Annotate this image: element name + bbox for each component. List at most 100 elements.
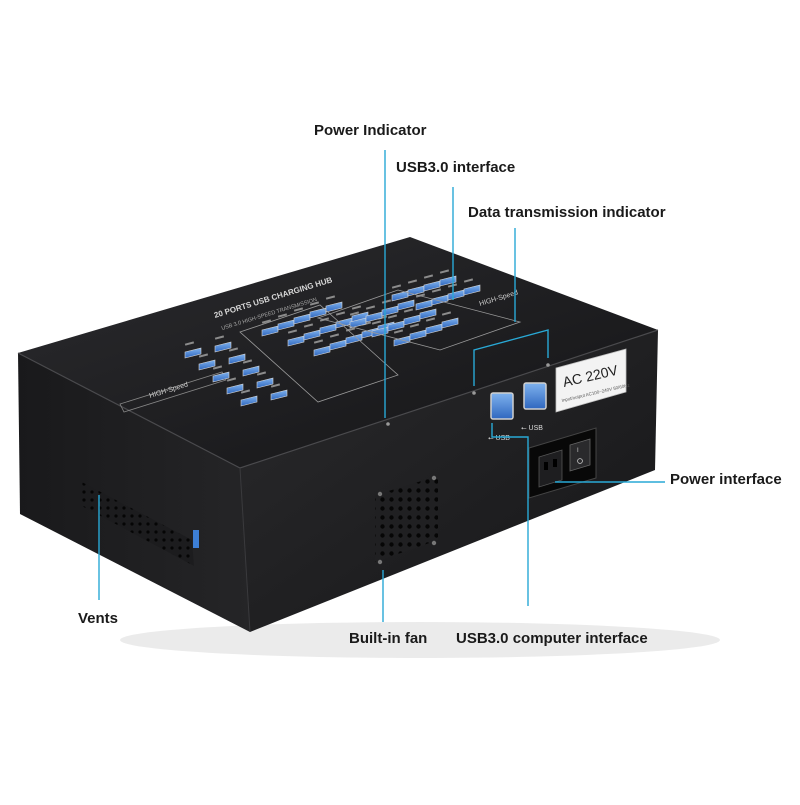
usb-a-port-right2-4 <box>431 294 449 306</box>
power-socket-pin-2 <box>553 459 557 467</box>
usb-a-port-label-right2-1 <box>391 284 402 289</box>
usb-a-port-label-right-6 <box>409 323 420 328</box>
callout-built-in-fan: Built-in fan <box>349 630 428 647</box>
usb-a-port-left-10 <box>270 389 288 401</box>
usb-a-port-label-middle-14 <box>351 305 362 310</box>
usb-a-port-right2-8 <box>463 284 481 296</box>
callout-usb3-computer-interface: USB3.0 computer interface <box>456 630 648 647</box>
usb-a-port-right2-1 <box>391 290 409 302</box>
device-shadow <box>120 622 720 658</box>
usb-a-port-label-middle-10 <box>309 301 320 306</box>
power-switch-mark-on: I <box>577 448 579 454</box>
usb-a-port-middle-2 <box>287 335 305 347</box>
fan-screw-2 <box>431 475 437 481</box>
usb-b-port-1 <box>490 392 514 420</box>
fan-screw-1 <box>377 491 383 497</box>
device-side-face <box>240 330 658 632</box>
usb-a-port-right-10 <box>397 299 415 311</box>
callout-vents: Vents <box>78 610 119 627</box>
usb-a-port-right-12 <box>441 317 459 329</box>
usb-a-port-right-8 <box>403 314 421 326</box>
callout-power-interface: Power interface <box>670 471 782 488</box>
usb-a-port-left-8 <box>256 377 274 389</box>
callout-usb3-interface: USB3.0 interface <box>396 159 516 176</box>
usb-a-port-right-6 <box>409 329 427 341</box>
power-indicator-led <box>386 422 390 426</box>
port-group-frame-middle <box>239 304 399 403</box>
fan-grille <box>375 476 438 562</box>
usb-a-port-label-middle-13 <box>325 295 336 300</box>
usb-a-port-label-left-7 <box>226 377 237 382</box>
usb-a-port-label-left-3 <box>198 353 209 358</box>
usb-a-port-label-middle-5 <box>303 323 314 328</box>
usb-a-port-right-4 <box>365 311 383 323</box>
data-indicator-led-2 <box>546 363 550 367</box>
usb-a-port-left-7 <box>226 383 244 395</box>
usb-a-port-middle-6 <box>329 339 347 351</box>
power-switch-mark-off <box>577 458 583 464</box>
power-socket-pin-1 <box>544 462 548 470</box>
usb-a-port-middle-7 <box>293 313 311 325</box>
usb-a-port-middle-9 <box>345 333 363 345</box>
side-led <box>193 530 199 548</box>
usb-a-port-right-11 <box>419 308 437 320</box>
usb-a-port-label-right2-5 <box>423 274 434 279</box>
usb-a-port-middle-8 <box>319 323 337 335</box>
usb-a-port-label-left-2 <box>214 335 225 340</box>
usb-a-port-label-middle-7 <box>293 307 304 312</box>
usb-a-port-label-right-3 <box>393 329 404 334</box>
side-vents <box>78 480 194 566</box>
usb-a-port-right-2 <box>371 326 389 338</box>
usb-a-port-label-right-12 <box>441 311 452 316</box>
leader-usb3-computer <box>491 423 529 606</box>
callout-power-indicator: Power Indicator <box>314 122 427 139</box>
usb-a-port-right2-7 <box>439 275 457 287</box>
usb-a-port-middle-4 <box>277 319 295 331</box>
usb-a-port-label-right-9 <box>425 317 436 322</box>
usb-a-port-label-right-7 <box>381 299 392 304</box>
port-group-frame-right <box>316 289 522 351</box>
usb-a-port-label-left-1 <box>184 341 195 346</box>
usb-a-port-label-middle-4 <box>277 313 288 318</box>
power-switch <box>569 438 591 472</box>
usb-a-port-label-right-1 <box>349 311 360 316</box>
device-edge-corner <box>239 467 251 633</box>
usb-a-port-label-left-5 <box>212 365 223 370</box>
usb-a-port-label-right-2 <box>371 320 382 325</box>
usb-a-port-label-left-6 <box>242 359 253 364</box>
usb-a-port-label-right-5 <box>387 314 398 319</box>
usb-a-port-label-middle-3 <box>313 339 324 344</box>
usb-a-port-label-right2-7 <box>439 269 450 274</box>
usb-symbol-2: ⭠ USB <box>521 425 543 432</box>
usb-a-port-label-left-10 <box>270 383 281 388</box>
usb-a-port-middle-1 <box>261 325 279 337</box>
usb-symbol-1: ⭠ USB <box>488 435 510 442</box>
usb-a-port-label-middle-1 <box>261 319 272 324</box>
usb-a-port-right-5 <box>387 320 405 332</box>
fan-screw-4 <box>431 540 437 546</box>
usb-a-port-label-middle-2 <box>287 329 298 334</box>
leader-data-indicator-bracket <box>473 329 549 386</box>
usb-a-port-left-2 <box>214 341 232 353</box>
usb-port-group-right <box>349 269 481 347</box>
brand-label-frame-1 <box>119 371 227 413</box>
usb-a-port-label-left-4 <box>228 347 239 352</box>
ac-rating-plate <box>555 348 627 413</box>
fan-screw-3 <box>377 559 383 565</box>
callout-data-transmission-indicator: Data transmission indicator <box>468 204 666 221</box>
usb-b-port-2 <box>523 382 547 410</box>
usb-a-port-left-3 <box>198 359 216 371</box>
usb-a-port-label-right2-3 <box>407 279 418 284</box>
usb-a-port-right-9 <box>425 323 443 335</box>
usb-a-port-middle-3 <box>313 345 331 357</box>
usb-a-port-right-7 <box>381 305 399 317</box>
data-indicator-led-1 <box>472 391 476 395</box>
usb-a-port-middle-5 <box>303 329 321 341</box>
usb-a-port-left-6 <box>242 365 260 377</box>
usb-a-port-label-left-8 <box>256 371 267 376</box>
usb-port-group-left <box>184 335 288 407</box>
usb-a-port-label-middle-6 <box>329 333 340 338</box>
usb-a-port-left-9 <box>240 395 258 407</box>
